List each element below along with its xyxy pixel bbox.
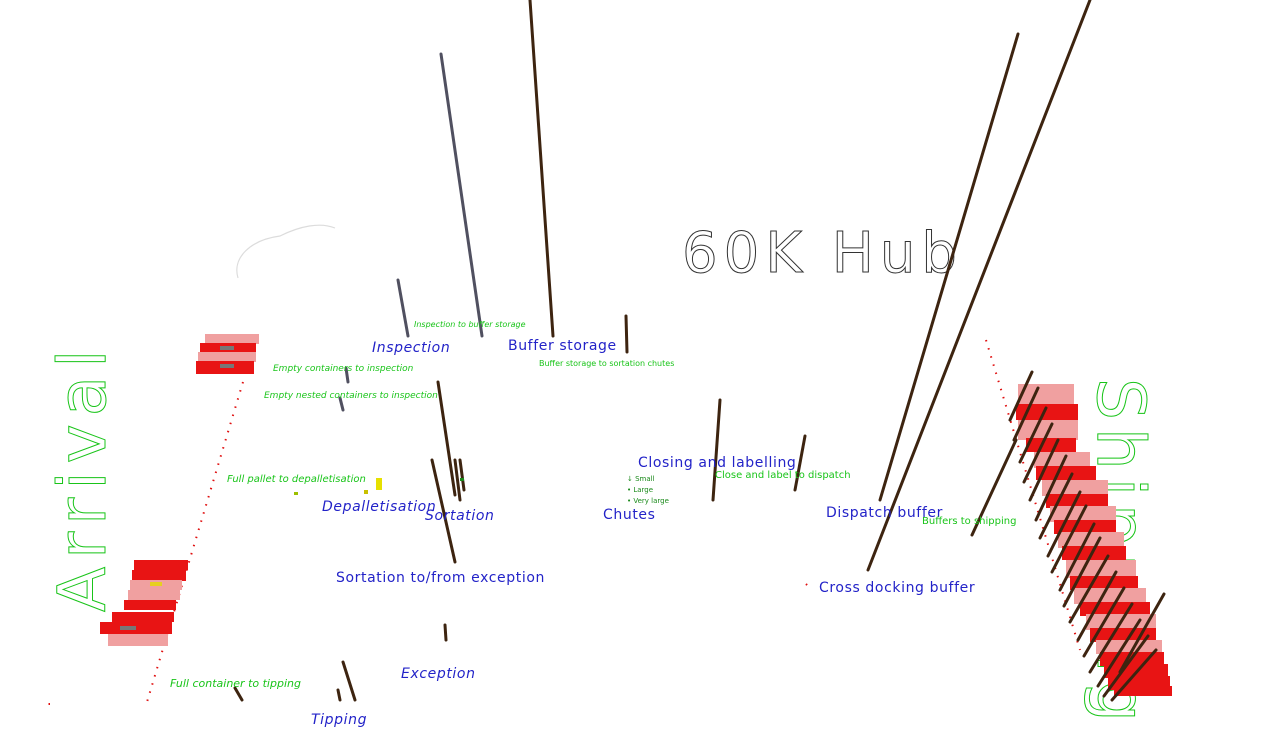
flow-empty-nested-to-inspection: Empty nested containers to inspection (264, 391, 438, 401)
area-buffer-storage: Buffer storage (508, 338, 617, 354)
flow-buffer-to-chutes: Buffer storage to sortation chutes (539, 359, 675, 368)
chute-size-very-large: Very large (633, 497, 669, 505)
area-cross-docking-buffer: Cross docking buffer (819, 580, 976, 596)
chute-size-small: Small (635, 475, 655, 483)
flow-buffers-to-shipping: Buffers to shipping (922, 516, 1017, 527)
chute-legend-small: ↓ Small (627, 475, 655, 483)
stack-poles (233, 0, 1092, 702)
flow-inspection-to-buffer: Inspection to buffer storage (414, 320, 526, 329)
flow-close-to-dispatch: Close and label to dispatch (715, 470, 851, 481)
flow-container-to-tipping: Full container to tipping (170, 677, 301, 690)
chute-size-large: Large (633, 486, 654, 494)
flow-empty-to-inspection: Empty containers to inspection (273, 364, 414, 374)
chute-legend-very-large: • Very large (627, 497, 669, 505)
area-tipping: Tipping (311, 712, 368, 728)
area-chutes: Chutes (603, 507, 656, 523)
area-sortation-exception: Sortation to/from exception (336, 570, 545, 586)
cloud-outline (236, 224, 336, 279)
hub-title: 60K Hub (682, 221, 963, 286)
area-dispatch-buffer: Dispatch buffer (826, 505, 943, 521)
area-exception: Exception (401, 666, 476, 682)
shipping-poles (1008, 370, 1166, 702)
area-closing-labelling: Closing and labelling (638, 455, 797, 471)
shipping-containers (1016, 384, 1172, 696)
area-sortation: Sortation (425, 508, 495, 524)
arrival-bottom-containers (100, 560, 188, 646)
small-markers (294, 478, 464, 495)
chute-legend-large: • Large (627, 486, 654, 494)
arrival-top-containers (196, 334, 259, 374)
grey-poles (338, 52, 484, 412)
flow-pallet-to-depal: Full pallet to depalletisation (227, 474, 366, 485)
area-depalletisation: Depalletisation (322, 499, 437, 515)
area-inspection: Inspection (372, 340, 451, 356)
arrival-label: Arrival (44, 342, 121, 612)
